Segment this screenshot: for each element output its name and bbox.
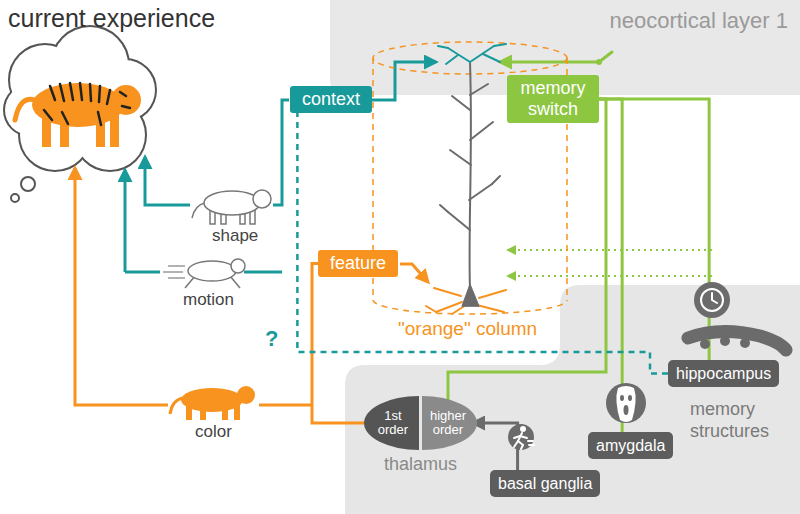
switch-lever <box>596 52 612 65</box>
context-box: context <box>290 86 372 113</box>
node-text: higher order <box>423 409 473 437</box>
node-text: memory structures <box>690 398 795 442</box>
node-text: 1st order <box>369 409 417 437</box>
node-text: context <box>302 89 360 110</box>
hippocampal-dotted-arrow <box>508 249 712 251</box>
amygdala-icon <box>606 383 646 423</box>
connector <box>448 99 606 409</box>
shape-figure <box>192 190 271 224</box>
node-text: amygdala <box>596 436 665 455</box>
figure-label: motion <box>183 290 234 310</box>
teal-input <box>125 271 160 274</box>
node-text: basal ganglia <box>498 474 592 493</box>
hippocampus-icon <box>688 282 786 350</box>
thought-cloud <box>5 27 155 202</box>
basal-ganglia-box: basal ganglia <box>490 470 600 497</box>
hippocampal-dotted-arrow <box>508 275 712 277</box>
tiger <box>15 83 141 147</box>
basal-ganglia-icon <box>508 424 534 450</box>
teal-input <box>145 157 190 205</box>
feature-arrow <box>400 264 428 282</box>
node-text: memory switch <box>519 78 587 120</box>
orange-to-feature <box>259 404 312 407</box>
figure-label: color <box>195 422 232 442</box>
hippocampus-box: hippocampus <box>668 360 779 387</box>
node-text: feature <box>330 253 386 274</box>
figure-label: shape <box>212 226 258 246</box>
connector <box>599 99 622 432</box>
feature-box: feature <box>318 250 398 277</box>
connector <box>599 99 709 360</box>
motion-figure <box>163 259 245 288</box>
first-order-nucleus <box>364 396 419 450</box>
memory-panel <box>345 285 800 514</box>
pyramidal-neuron <box>426 44 506 314</box>
title-label: current experience <box>8 4 215 33</box>
memory-switch-box: memory switch <box>507 75 599 123</box>
node-text: hippocampus <box>676 364 771 383</box>
thalamus-nucleus: 1st order <box>369 409 417 437</box>
connector <box>312 264 369 424</box>
question-mark: ? <box>265 326 278 352</box>
color-figure <box>170 386 255 420</box>
context-arrow <box>372 62 436 100</box>
teal-to-context <box>244 100 289 272</box>
thalamus: thalamus1st orderhigher order <box>363 395 478 479</box>
orange-input <box>75 168 168 405</box>
switch-arrow <box>500 61 597 64</box>
higher-order-nucleus <box>422 396 477 450</box>
node-text: neocortical layer 1 <box>330 0 800 34</box>
teal-input <box>124 170 127 272</box>
connector <box>297 113 668 374</box>
amygdala-box: amygdala <box>588 432 673 459</box>
thalamus-nucleus: higher order <box>423 409 473 437</box>
column-label: "orange" column <box>398 318 537 340</box>
